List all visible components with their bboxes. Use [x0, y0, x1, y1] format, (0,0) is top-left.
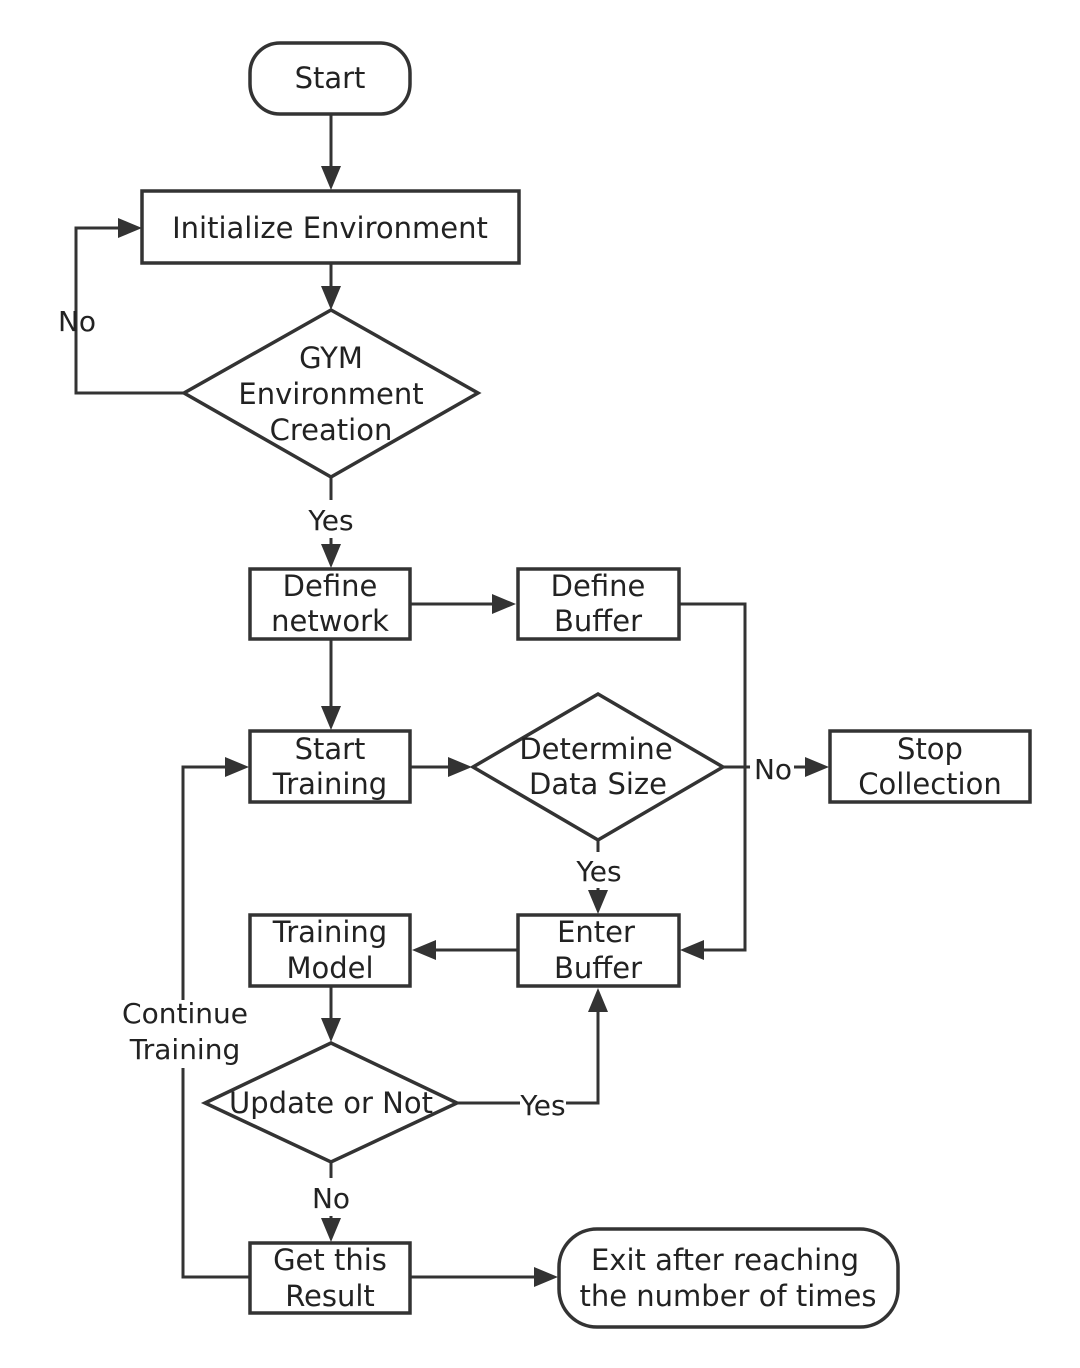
training-model-box	[248, 913, 412, 988]
edge-buffer-to-enter	[680, 602, 747, 952]
edge-labels: No Yes No Yes Yes No Continue Training	[58, 305, 792, 1215]
determine-no-label: No	[754, 753, 792, 786]
arrowhead-enter-buffer-right	[680, 940, 704, 960]
update-label: Update or Not	[229, 1086, 433, 1120]
gym-no-label: No	[58, 305, 96, 338]
arrowhead-gym	[321, 286, 341, 310]
define-buffer-line2: Buffer	[554, 604, 642, 638]
update-no-label: No	[312, 1182, 350, 1215]
determine-line2: Data Size	[529, 767, 667, 801]
define-network-line2: network	[271, 604, 389, 638]
enter-buffer-line2: Buffer	[554, 951, 642, 985]
define-buffer-line1: Define	[551, 569, 646, 603]
arrowhead-enter-buffer-bottom	[588, 988, 608, 1012]
define-buffer-box	[516, 567, 681, 641]
arrowhead-stop	[805, 757, 829, 777]
define-network-line1: Define	[283, 569, 378, 603]
enter-buffer-line1: Enter	[557, 915, 635, 949]
arrowhead-init	[321, 166, 341, 190]
arrowhead-define-buffer	[492, 594, 516, 614]
get-result-box	[248, 1241, 412, 1315]
determine-yes-label: Yes	[575, 855, 621, 888]
arrowhead-define-network	[321, 544, 341, 568]
continue-label-line1: Continue	[122, 997, 248, 1030]
arrowhead-enter-buffer-top	[588, 890, 608, 914]
edge-continue-top	[181, 765, 227, 1000]
get-result-line1: Get this	[273, 1243, 387, 1277]
edge-update-yes-right	[566, 1010, 600, 1105]
exit-line2: the number of times	[579, 1279, 876, 1313]
arrowhead-determine	[448, 757, 472, 777]
gym-label-line3: Creation	[270, 413, 393, 447]
stop-collection-box	[828, 729, 1032, 804]
gym-yes-label: Yes	[307, 504, 353, 537]
training-model-line2: Model	[286, 951, 373, 985]
gym-environment-decision	[180, 307, 482, 480]
define-network-box	[248, 567, 412, 641]
determine-line1: Determine	[519, 732, 672, 766]
start-label: Start	[295, 61, 366, 95]
get-result-line2: Result	[285, 1279, 375, 1313]
edge-continue-bottom	[181, 1068, 249, 1279]
arrowhead-gym-no	[118, 218, 142, 238]
arrowhead-exit	[534, 1267, 558, 1287]
gym-label-line2: Environment	[238, 377, 423, 411]
update-yes-label: Yes	[519, 1089, 565, 1122]
start-terminal	[248, 41, 412, 116]
determine-data-size-decision	[469, 691, 727, 843]
training-model-line1: Training	[272, 915, 387, 949]
gym-label-line1: GYM	[299, 341, 363, 375]
continue-label-line2: Training	[129, 1033, 240, 1066]
initialize-environment-label: Initialize Environment	[172, 211, 488, 245]
update-or-not-decision	[200, 1041, 462, 1164]
arrowhead-update	[321, 1018, 341, 1042]
stop-collection-line2: Collection	[858, 767, 1001, 801]
exit-terminal	[557, 1227, 900, 1329]
initialize-environment-box	[140, 189, 521, 265]
arrowhead-get-result	[321, 1218, 341, 1242]
stop-collection-line1: Stop	[897, 732, 963, 766]
edge-gym-no-loop	[74, 226, 184, 395]
start-training-line2: Training	[272, 767, 387, 801]
edges	[74, 114, 829, 1287]
arrowhead-start-training	[321, 706, 341, 730]
arrowhead-continue	[225, 757, 249, 777]
start-training-line1: Start	[295, 732, 366, 766]
nodes: Start Initialize Environment GYM Environ…	[140, 41, 1032, 1329]
enter-buffer-box	[516, 913, 681, 988]
arrowhead-training-model	[412, 940, 436, 960]
start-training-box	[248, 729, 412, 804]
exit-line1: Exit after reaching	[591, 1243, 859, 1277]
